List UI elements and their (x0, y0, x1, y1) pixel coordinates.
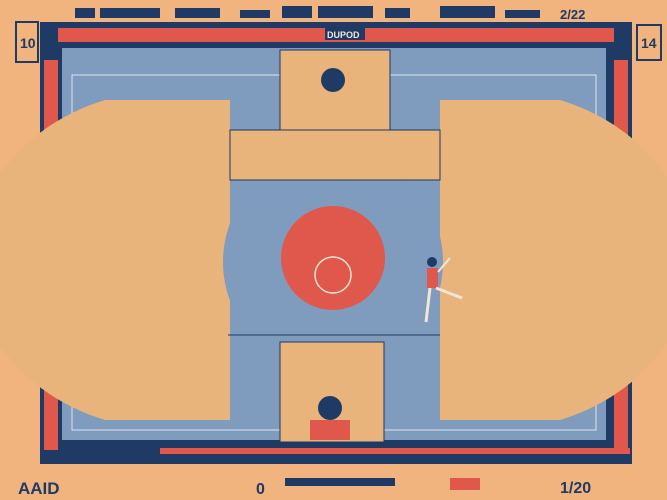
center-circle-red (281, 206, 385, 310)
bottom-text-block (285, 478, 395, 486)
header-text-blocks (75, 6, 540, 18)
side-panel-right (636, 24, 662, 61)
bottom-red-block (450, 478, 480, 490)
center-circle-inner-ring (314, 256, 352, 294)
right-three-point-area (440, 100, 667, 420)
top-hoop (321, 68, 345, 92)
bottom-red-band (160, 448, 630, 454)
free-throw-lane (229, 129, 441, 181)
side-right-caption: 14 (641, 35, 657, 51)
side-left-caption: 10 (20, 35, 36, 51)
scoreboard (325, 28, 365, 40)
bottom-hoop (318, 396, 342, 420)
bottom-left-caption: AAID (18, 479, 60, 498)
scoreboard-label: DUPOD (327, 30, 360, 40)
bottom-center-caption: 0 (256, 481, 265, 498)
bottom-hoop-backboard (310, 420, 350, 440)
side-panel-left (15, 21, 39, 63)
player-figure (424, 257, 463, 323)
bottom-right-caption: 1/20 (560, 480, 591, 497)
left-three-point-area (0, 100, 230, 420)
top-caption: 2/22 (560, 7, 585, 22)
